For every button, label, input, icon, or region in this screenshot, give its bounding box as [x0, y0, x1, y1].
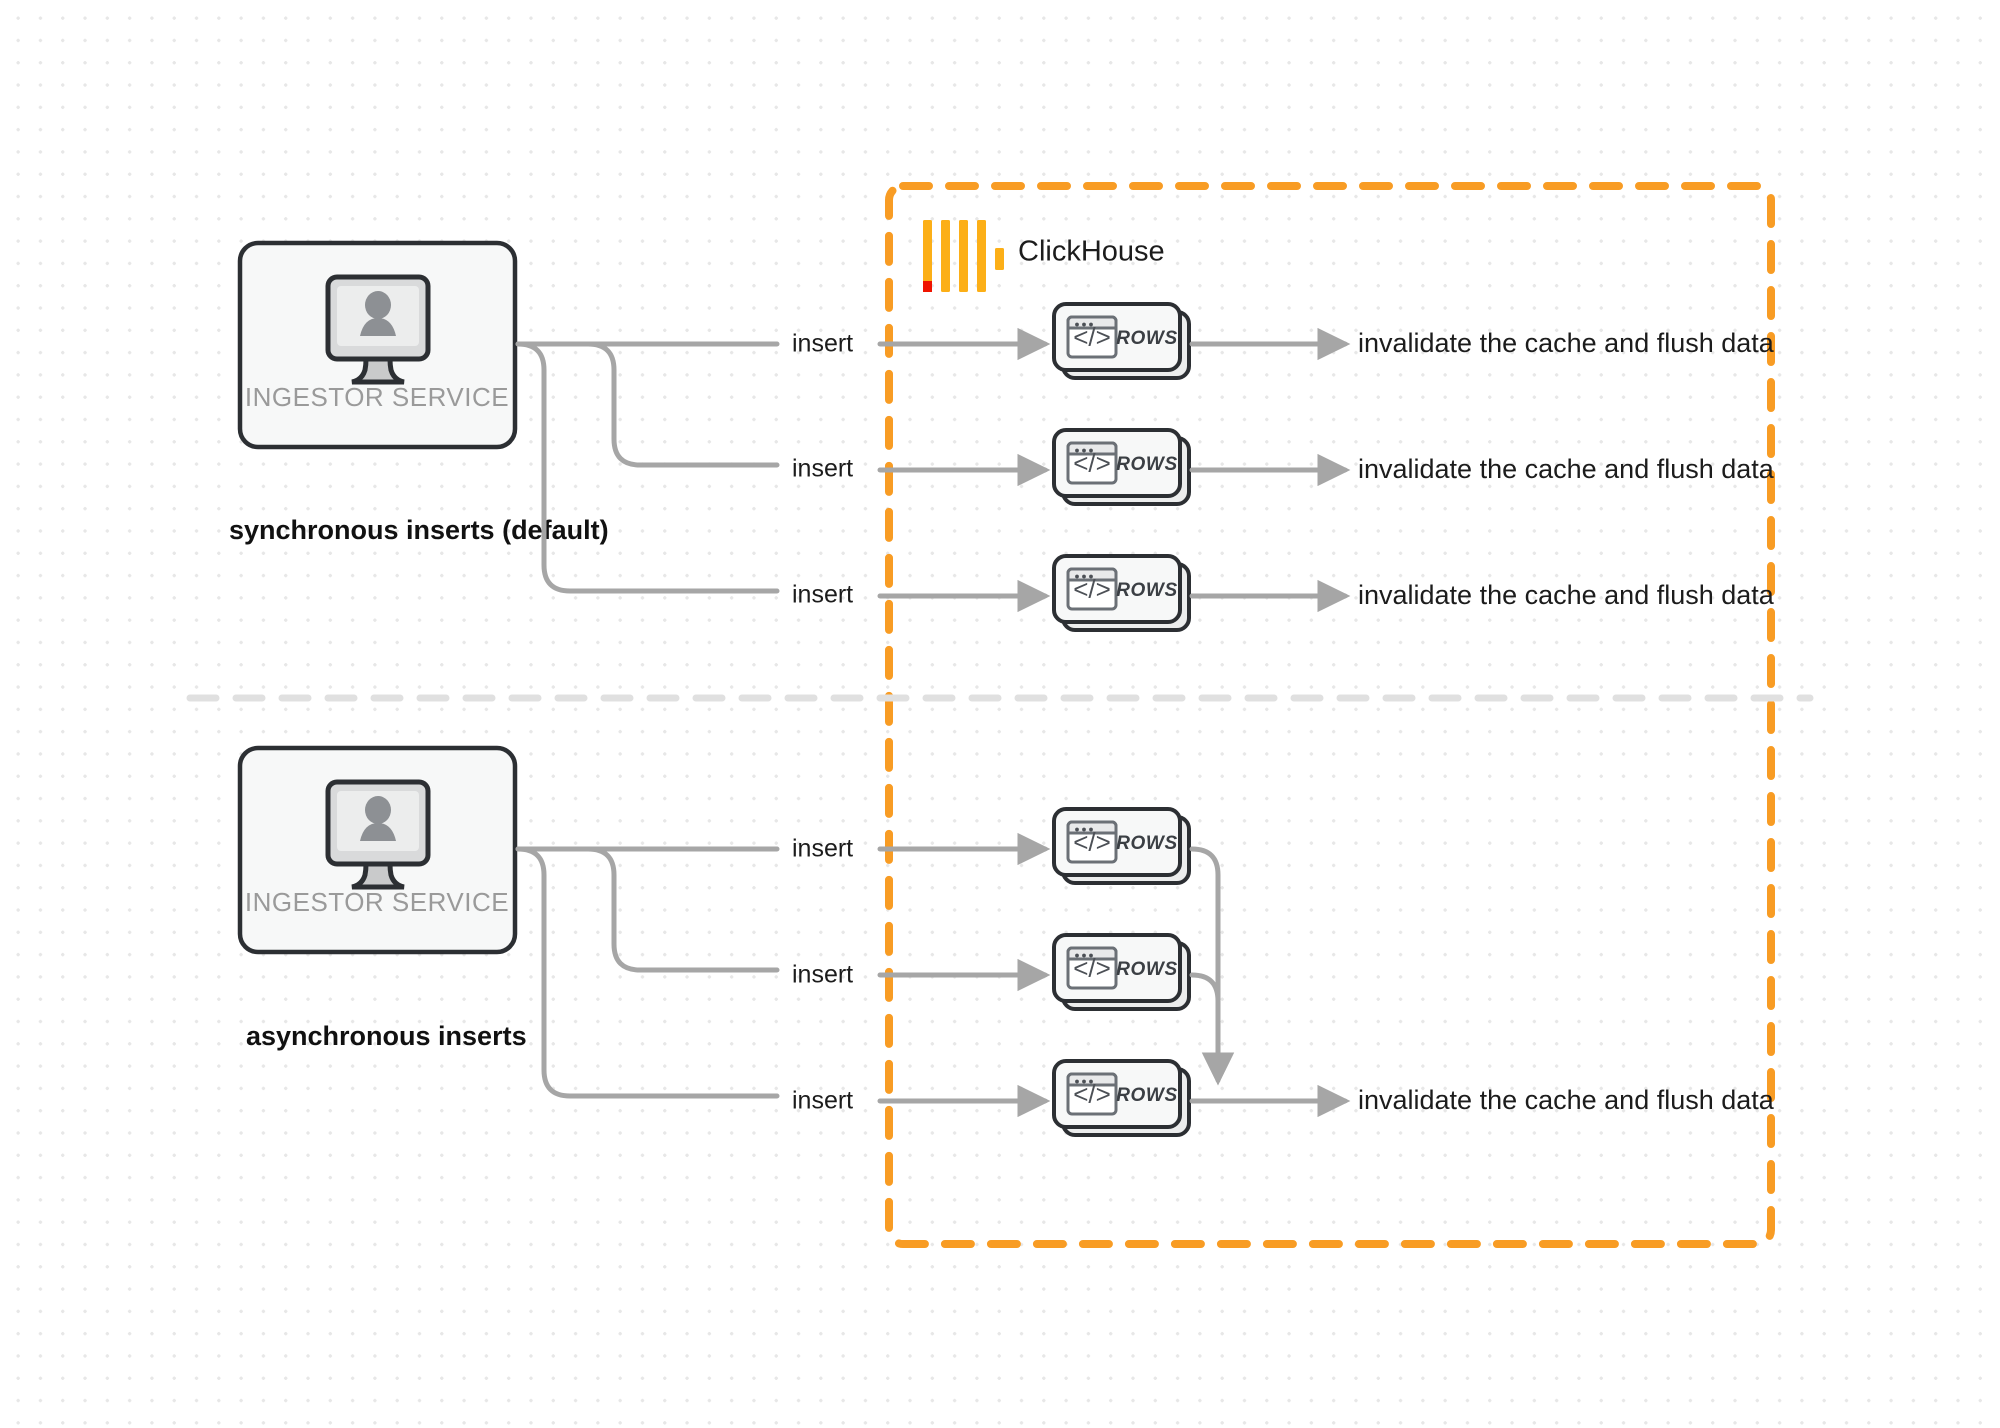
svg-text:</>: </>	[1073, 448, 1111, 478]
edge-label-insert-sync-3: insert	[792, 581, 853, 609]
rows-node-async-1[interactable]: </> ROWS	[1052, 807, 1191, 885]
rows-node-sync-2[interactable]: </> ROWS	[1052, 428, 1191, 506]
edge-branch-sync-2	[585, 341, 780, 468]
output-label-sync-3: invalidate the cache and flush data	[1358, 580, 1775, 610]
code-window-icon: </>	[1066, 820, 1118, 864]
rows-node-async-2[interactable]: </> ROWS	[1052, 933, 1191, 1011]
ingestor-service-node-sync[interactable]: INGESTOR SERVICE	[237, 240, 518, 450]
edge-label-insert-async-1: insert	[792, 835, 853, 863]
ingestor-service-label-sync: INGESTOR SERVICE	[245, 382, 509, 412]
clickhouse-logo-icon	[923, 220, 1004, 292]
edge-label-insert-async-2: insert	[792, 961, 853, 989]
monitor-user-icon	[325, 274, 431, 385]
edge-branch-sync-3	[515, 341, 780, 594]
svg-text:</>: </>	[1073, 1079, 1111, 1109]
rows-node-sync-3[interactable]: </> ROWS	[1052, 554, 1191, 632]
edge-branch-async-3	[515, 846, 780, 1099]
rows-node-label-sync-2: ROWS	[1116, 454, 1178, 475]
code-window-icon: </>	[1066, 946, 1118, 990]
rows-node-label-async-2: ROWS	[1116, 959, 1178, 980]
edge-label-insert-sync-1: insert	[792, 330, 853, 358]
mode-label-sync: synchronous inserts (default)	[229, 515, 609, 545]
rows-node-async-3[interactable]: </> ROWS	[1052, 1059, 1191, 1137]
section-synchronous: INGESTOR SERVICE synchronous inserts (de…	[229, 240, 1775, 632]
edge-label-insert-async-3: insert	[792, 1087, 853, 1115]
rows-node-label-sync-1: ROWS	[1116, 328, 1178, 349]
edge-branch-async-2	[585, 846, 780, 973]
code-window-icon: </>	[1066, 567, 1118, 611]
ingestor-service-node-async[interactable]: INGESTOR SERVICE	[237, 745, 518, 955]
code-window-icon: </>	[1066, 315, 1118, 359]
clickhouse-brand-label: ClickHouse	[1018, 236, 1165, 268]
monitor-user-icon	[325, 779, 431, 890]
svg-text:</>: </>	[1073, 322, 1111, 352]
clickhouse-boundary	[885, 182, 1775, 1248]
mode-label-async: asynchronous inserts	[246, 1021, 527, 1051]
output-label-sync-1: invalidate the cache and flush data	[1358, 328, 1775, 358]
svg-text:</>: </>	[1073, 953, 1111, 983]
ingestor-service-label-async: INGESTOR SERVICE	[245, 887, 509, 917]
output-label-async: invalidate the cache and flush data	[1358, 1085, 1775, 1115]
code-window-icon: </>	[1066, 441, 1118, 485]
output-label-sync-2: invalidate the cache and flush data	[1358, 454, 1775, 484]
rows-node-label-async-1: ROWS	[1116, 833, 1178, 854]
rows-node-label-sync-3: ROWS	[1116, 580, 1178, 601]
edge-merge-async-from-node1	[1189, 846, 1235, 1086]
rows-node-label-async-3: ROWS	[1116, 1085, 1178, 1106]
edge-label-insert-sync-2: insert	[792, 455, 853, 483]
rows-node-sync-1[interactable]: </> ROWS	[1052, 302, 1191, 380]
svg-text:</>: </>	[1073, 827, 1111, 857]
code-window-icon: </>	[1066, 1072, 1118, 1116]
section-asynchronous: INGESTOR SERVICE asynchronous inserts in…	[237, 745, 1775, 1137]
svg-text:</>: </>	[1073, 574, 1111, 604]
edge-merge-async-from-node2	[1189, 972, 1235, 1086]
